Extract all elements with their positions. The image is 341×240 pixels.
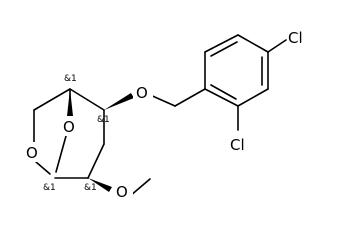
bond-ar-double-c: [210, 84, 237, 100]
molecule-structure: O O O O Cl Cl &1 &1 &1 &1: [24, 29, 303, 203]
structure-canvas: O O O O Cl Cl &1 &1 &1 &1: [24, 29, 303, 203]
bond-c1-c2: [69, 88, 105, 111]
bond-set: [33, 34, 287, 197]
bond-ar-3-4: [237, 34, 269, 53]
stereo-label-methoxy: &1: [84, 183, 97, 193]
bond-ar-2-3: [204, 34, 239, 53]
bond-ch2-c1: [33, 88, 71, 111]
wedge-bond-set: [67, 89, 134, 192]
bond-ch2-aryl: [174, 88, 206, 107]
bond-ar-double-a: [210, 41, 238, 57]
atom-labels: O O O O Cl Cl: [24, 29, 303, 203]
bond-ar-5-6: [237, 88, 269, 107]
atom-o-methoxy: O: [116, 183, 128, 201]
wedge-c1-obridge: [67, 89, 73, 116]
atom-cl-para: Cl: [288, 29, 303, 47]
atom-o-ether: O: [136, 84, 148, 102]
stereo-labels: &1 &1 &1 &1: [43, 74, 110, 193]
stereo-label-bridgehead: &1: [64, 74, 77, 84]
bond-omethoxy-ch3: [129, 178, 151, 197]
atom-cl-ortho: Cl: [230, 136, 245, 154]
atom-o-ring: O: [26, 144, 38, 162]
bond-ar-6-1: [204, 88, 239, 107]
wedge-c4-omethoxy: [88, 178, 112, 192]
stereo-label-anomeric: &1: [43, 183, 56, 193]
atom-o-bridge: O: [63, 118, 75, 136]
bond-ar-cl-para: [267, 39, 287, 53]
bond-oring-c6: [35, 161, 51, 175]
stereo-label-benzyloxy: &1: [97, 115, 110, 125]
bond-obridge-c6: [55, 135, 67, 173]
bond-c3-c4: [87, 143, 105, 179]
wedge-c2-oether: [104, 93, 134, 110]
